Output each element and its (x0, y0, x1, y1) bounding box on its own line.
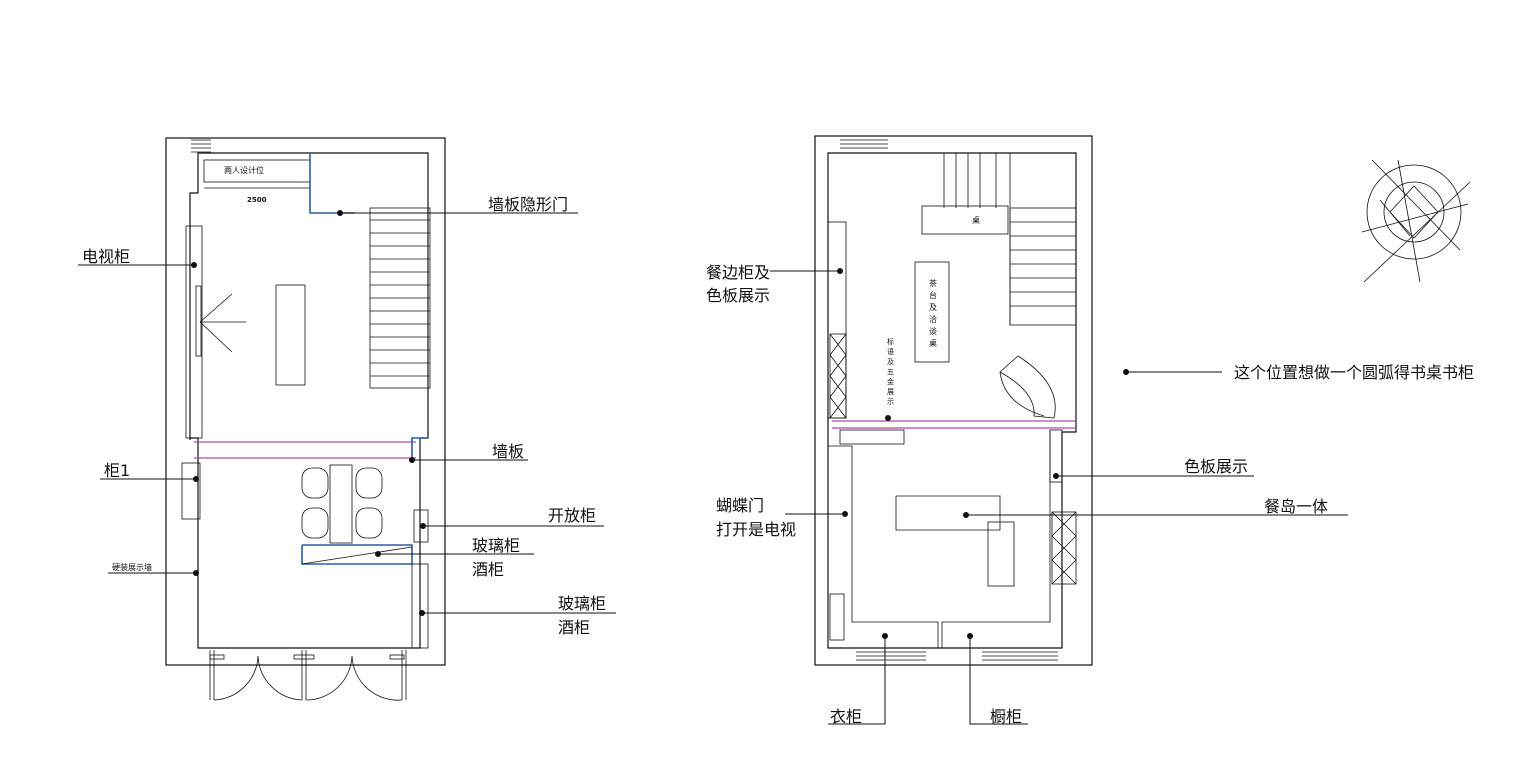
dining-island-leg (987, 521, 1015, 587)
sideboard-label-1: 餐边柜及 (706, 263, 770, 282)
wine-cabinet-a-label: 酒柜 (472, 560, 504, 579)
tea-table-label: 茶 台 及 洽 谈 桌 (929, 278, 937, 348)
partition-block (839, 429, 905, 445)
wall-panel-blue (411, 437, 428, 462)
wine-cabinet-b-label: 酒柜 (558, 618, 590, 637)
tv-cabinet-shape (185, 225, 203, 439)
dimension-label: 2500 (247, 196, 267, 204)
center-table (275, 284, 306, 386)
tea-table-char: 茶 (929, 278, 937, 288)
dining-island-shape (895, 495, 1001, 531)
left-floor-plan: 两人设计位 2500 (78, 137, 616, 701)
glass-cabinet-b-shape (411, 563, 429, 649)
left-outer-wall (165, 137, 446, 666)
butterfly-door-label-1: 蝴蝶门 (716, 496, 764, 515)
sideboard-label-2: 色板展示 (706, 286, 770, 305)
tea-table-char: 洽 (929, 314, 937, 324)
arc-desk-note-label: 这个位置想做一个圆弧得书桌书柜 (1234, 363, 1474, 382)
tea-table-char: 谈 (929, 326, 937, 336)
hidden-door-wall (309, 153, 355, 214)
right-bottom-windows (856, 651, 1058, 661)
right-top-vent (840, 139, 888, 149)
hardware-wall-label: 硬装展示墙 (112, 562, 152, 572)
lower-room-wall-right (941, 430, 1051, 648)
sample-char: 语 (887, 347, 894, 356)
color-board-label: 色板展示 (1184, 457, 1248, 476)
tv-cabinet-label: 电视柜 (82, 247, 130, 266)
tea-table-char: 台 (929, 290, 937, 300)
right-side-stairs (1009, 207, 1077, 326)
sample-char: 示 (887, 398, 894, 406)
north-compass-icon (1361, 159, 1471, 283)
sample-char: 五 (887, 368, 894, 376)
sideboard-cross-boxes (829, 333, 847, 419)
left-inner-wall (189, 152, 429, 649)
glass-cabinet-a-label: 玻璃柜 (472, 536, 520, 555)
color-board-shape (1049, 429, 1063, 483)
small-table (921, 205, 1009, 235)
cabinet1-shape (181, 462, 201, 520)
design-seats-label: 两人设计位 (224, 165, 264, 175)
kitchen-cabinet-label: 橱柜 (990, 707, 1022, 726)
wall-panel-label: 墙板 (492, 442, 524, 461)
cabinet1-label: 柜1 (104, 461, 130, 480)
right-top-stairs (943, 153, 1011, 325)
butterfly-door-shape (829, 593, 845, 641)
arc-desk (999, 355, 1056, 419)
open-cabinet-label: 开放柜 (548, 506, 596, 525)
butterfly-door-label-2: 打开是电视 (716, 520, 796, 539)
dining-chairs (301, 467, 383, 539)
sample-char: 及 (887, 358, 894, 366)
dining-table (329, 464, 353, 544)
island-cross-boxes (1051, 511, 1077, 585)
glass-cabinet-b-label: 玻璃柜 (558, 594, 606, 613)
sideboard-shape (827, 221, 847, 419)
left-leaders (78, 210, 616, 616)
tea-table-char: 桌 (929, 338, 937, 348)
entrance-doors (209, 650, 407, 701)
left-stairs (369, 207, 431, 389)
tv-symbol (195, 285, 246, 357)
right-inner-wall (827, 152, 1077, 649)
sample-char: 标 (887, 337, 894, 346)
sample-display-label: 标 语 及 五 金 展 示 (887, 337, 894, 406)
hidden-door-label: 墙板隐形门 (488, 195, 568, 214)
tea-table (914, 261, 950, 363)
sample-char: 展 (887, 388, 894, 396)
tea-table-char: 及 (929, 303, 937, 312)
sample-char: 金 (887, 377, 894, 386)
right-outer-wall (814, 135, 1093, 666)
dining-island-label: 餐岛一体 (1264, 497, 1328, 516)
right-floor-plan: 桌 茶 台 及 洽 谈 桌 标 语 及 五 金 展 示 (706, 135, 1474, 726)
wardrobe-label: 衣柜 (830, 707, 862, 726)
lower-room-wall (828, 445, 939, 648)
small-table-label: 桌 (972, 215, 980, 225)
right-leaders (770, 268, 1348, 725)
left-top-vent (191, 139, 211, 153)
